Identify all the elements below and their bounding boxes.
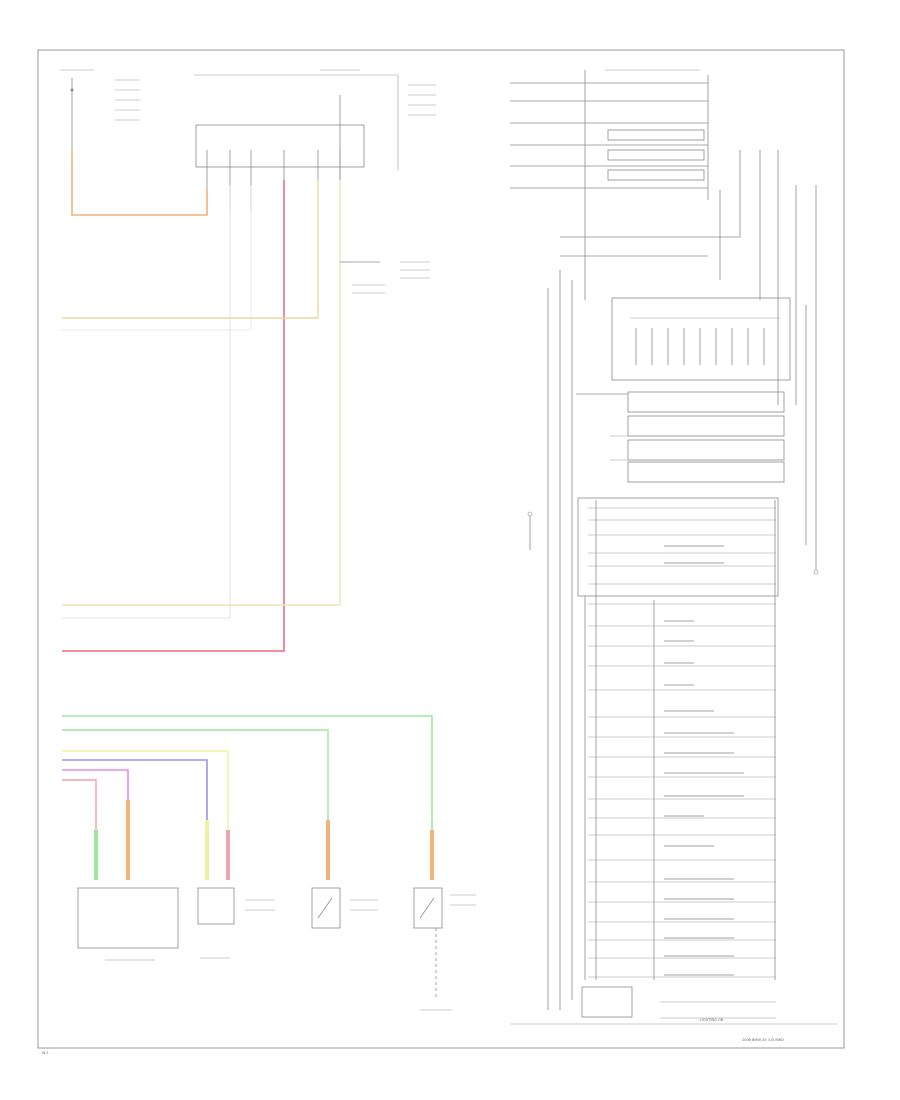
wire-grey-thin-2	[62, 185, 252, 331]
light-module-box	[195, 124, 365, 168]
bottom-row-label: LIGHTING ON	[700, 1018, 724, 1022]
wire-pink	[62, 779, 97, 880]
wire-orange	[71, 150, 208, 216]
instrument-cluster-section: LIGHTING ON	[510, 69, 819, 1022]
sensor-box-3	[311, 887, 341, 929]
wire-green-1	[62, 715, 433, 880]
wire-violet	[62, 759, 208, 880]
main-cluster-box	[577, 497, 779, 597]
wire-orange-segment-3	[430, 830, 434, 880]
wire-orange-segment	[126, 800, 130, 880]
fuel-level-sensor-box	[77, 887, 179, 949]
wire-red	[62, 180, 285, 652]
wire-grey-thin	[62, 185, 231, 619]
wire-cream-lower	[62, 180, 341, 606]
bottom-module-box	[581, 986, 633, 1018]
sensor-box-2	[197, 887, 235, 925]
wire-green-2	[62, 729, 329, 880]
footer-left-label: W-1	[42, 1051, 49, 1055]
lamp-switch	[340, 261, 430, 294]
wire-orange-segment-2	[326, 820, 330, 880]
footer-right-label: 2006 BMW X5 3.0i RWD	[742, 1038, 784, 1042]
wire-yellow-upper	[62, 180, 319, 319]
sensor-box-4	[413, 887, 443, 929]
top-left-section	[60, 69, 436, 212]
wire-pink-segment	[226, 830, 230, 880]
diagram-frame	[37, 49, 845, 1049]
wire-green-segment	[94, 830, 98, 880]
indicator-panel-top	[611, 297, 791, 381]
wire-lemon-segment	[205, 820, 209, 880]
